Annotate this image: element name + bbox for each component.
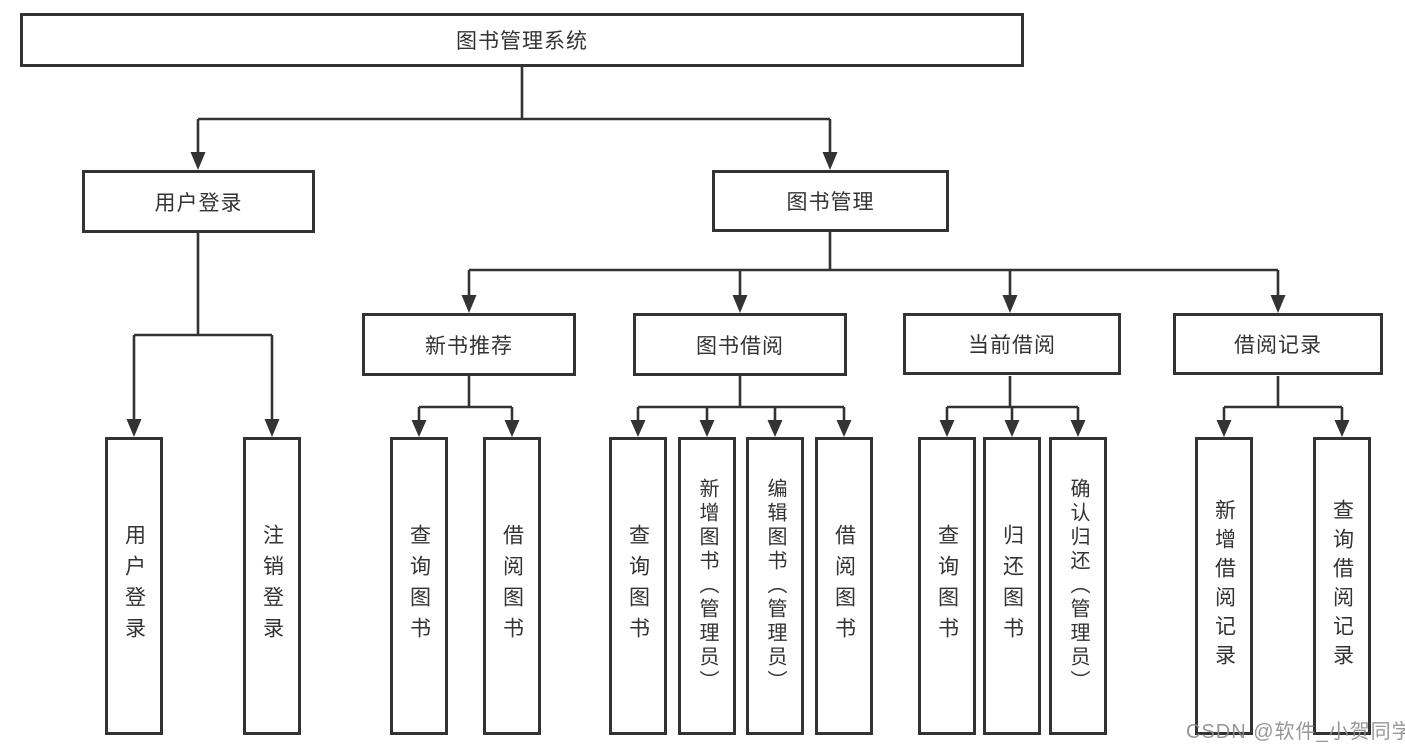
connector-user-login-children (126, 233, 280, 437)
node-leaf-borrow-books-recommend: 借阅图书 (483, 437, 541, 735)
connector-book-borrow-children (630, 376, 852, 437)
node-library-management-system: 图书管理系统 (20, 13, 1024, 67)
connector-current-borrow-children (939, 376, 1086, 437)
node-leaf-confirm-return-admin: 确认归还（管理员） (1049, 437, 1107, 735)
connector-new-books-children (411, 376, 520, 437)
csdn-watermark: CSDN @软件_小贺同学 (1186, 721, 1405, 743)
connector-root-to-level2 (190, 66, 838, 170)
node-book-borrowing: 图书借阅 (633, 313, 847, 376)
node-user-login: 用户登录 (82, 170, 315, 233)
connector-borrow-records-children (1216, 376, 1350, 437)
node-leaf-add-borrow-record: 新增借阅记录 (1195, 437, 1253, 735)
node-borrowing-records: 借阅记录 (1173, 313, 1383, 375)
node-book-management: 图书管理 (712, 170, 949, 232)
node-leaf-borrow-books: 借阅图书 (815, 437, 873, 735)
node-new-book-recommendation: 新书推荐 (362, 313, 576, 376)
node-leaf-logout: 注销登录 (243, 437, 301, 735)
node-leaf-user-login: 用户登录 (105, 437, 163, 735)
connector-book-management-children (461, 232, 1286, 313)
node-current-borrowing: 当前借阅 (903, 313, 1121, 375)
node-leaf-query-books-borrow: 查询图书 (609, 437, 667, 735)
node-leaf-edit-book-admin: 编辑图书（管理员） (746, 437, 804, 735)
node-leaf-add-book-admin: 新增图书（管理员） (678, 437, 736, 735)
node-leaf-return-book: 归还图书 (983, 437, 1041, 735)
node-leaf-query-books-current: 查询图书 (918, 437, 976, 735)
node-leaf-query-borrow-record: 查询借阅记录 (1313, 437, 1371, 735)
node-leaf-query-books-recommend: 查询图书 (390, 437, 448, 735)
